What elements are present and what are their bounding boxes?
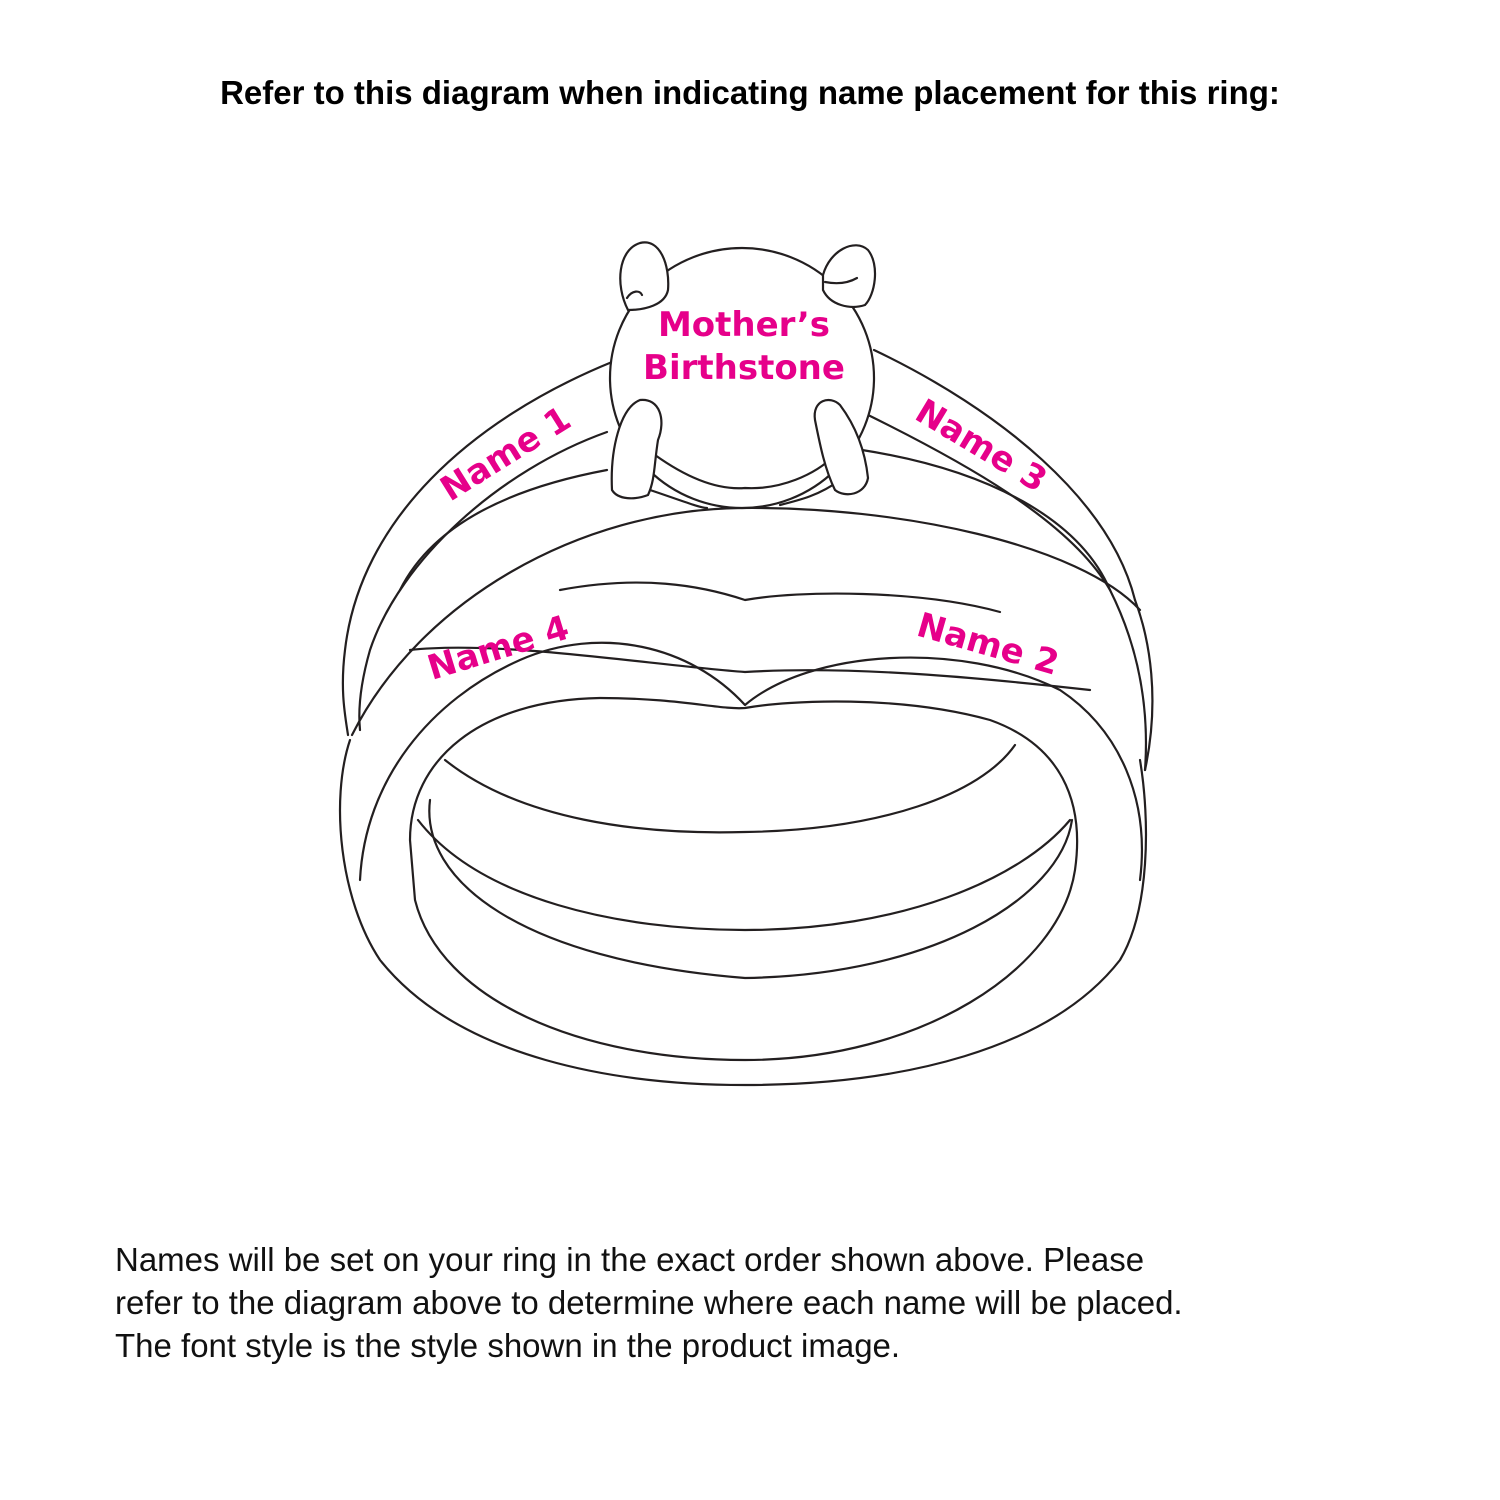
placement-note: Names will be set on your ring in the ex…: [115, 1238, 1183, 1367]
chevron-band: [408, 581, 1092, 932]
note-line: refer to the diagram above to determine …: [115, 1284, 1183, 1321]
wedding-band: [338, 506, 1148, 1087]
stone-label-line-1: Mother’s: [658, 305, 830, 345]
name-2-label: Name 2: [913, 605, 1064, 684]
name-4-label: Name 4: [423, 608, 574, 689]
note-line: The font style is the style shown in the…: [115, 1327, 901, 1364]
page-title: Refer to this diagram when indicating na…: [220, 74, 1280, 111]
stone-label-line-2: Birthstone: [643, 348, 845, 388]
engagement-band: [341, 348, 1154, 772]
birthstone: [608, 246, 876, 510]
prongs: [610, 241, 877, 500]
note-line: Names will be set on your ring in the ex…: [115, 1241, 1145, 1278]
